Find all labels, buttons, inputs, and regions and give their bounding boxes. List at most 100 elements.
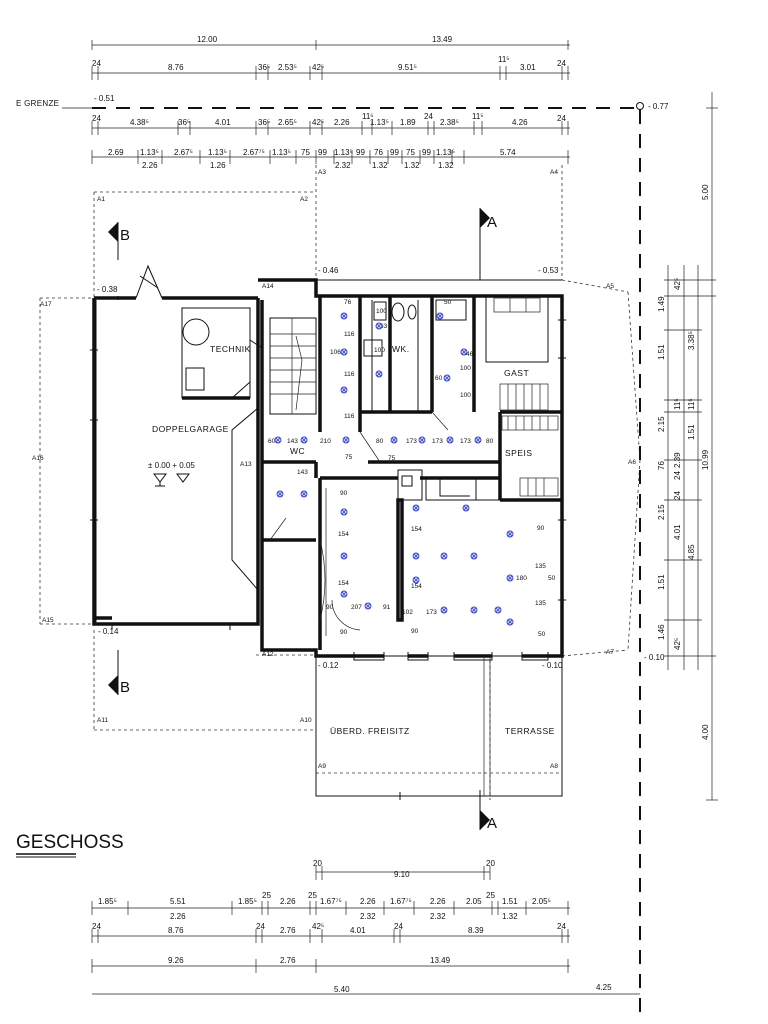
inner-dim: 173: [432, 438, 443, 445]
right-dim-label: 3.38⁵: [687, 331, 696, 350]
axis-label: A3: [318, 169, 326, 176]
walls: [90, 264, 566, 800]
room-freisitz: ÜBERD. FREISITZ: [330, 726, 410, 736]
inner-dim: 207: [351, 604, 362, 611]
section-b-bottom: B: [120, 679, 130, 696]
dim: 24: [92, 59, 101, 68]
right-dim-label: 1.51: [657, 574, 666, 590]
axis-label: A1: [97, 196, 105, 203]
plan-title: GESCHOSS: [16, 832, 124, 853]
right-dim-label: 2.15: [657, 504, 666, 520]
dim: 1.13⁵: [208, 148, 227, 157]
right-dim-label: 10.99: [701, 449, 710, 470]
inner-dim: 80: [486, 438, 494, 445]
room-technik: TECHNIK: [210, 344, 251, 354]
dim: 5.74: [500, 148, 516, 157]
inner-dim: 143: [287, 438, 298, 445]
dim: 1.67⁷⁵: [320, 897, 342, 906]
outlet-icon: [300, 436, 308, 444]
right-dim-label: 42⁵: [673, 638, 682, 650]
inner-dim: 100: [460, 365, 471, 372]
dim: 2.67⁷⁵: [243, 148, 265, 157]
dim: 1.26: [210, 161, 226, 170]
section-a-top: A: [487, 214, 497, 231]
axis-label: A8: [550, 763, 558, 770]
inner-dim: 173: [460, 438, 471, 445]
outlet-icon: [340, 312, 348, 320]
inner-dim: 116: [344, 413, 355, 420]
axis-label: A10: [300, 717, 312, 724]
room-doppelgarage: DOPPELGARAGE: [152, 424, 229, 434]
dim: 42⁵: [312, 63, 324, 72]
outlet-icon: [342, 436, 350, 444]
dim: 1.13⁵: [140, 148, 159, 157]
dim: 4.01: [215, 118, 231, 127]
inner-dim: 154: [411, 526, 422, 533]
dim: 25: [486, 891, 495, 900]
grenze-level: - 0.51: [94, 94, 115, 103]
inner-dimensions: 76 116 106 116 116 100 63 100 50 46 100 …: [268, 299, 556, 638]
outlet-icon: [340, 590, 348, 598]
outlet-markers: [274, 312, 514, 626]
right-dim-label: 1.46: [657, 624, 666, 640]
dim: 1.32: [438, 161, 454, 170]
dim: 4.26: [512, 118, 528, 127]
inner-dim: 135: [535, 600, 546, 607]
dim: 1.32: [404, 161, 420, 170]
inner-dim: 91: [383, 604, 391, 611]
room-labels: TECHNIK DOPPELGARAGE WC WK. GAST SPEIS Ü…: [152, 344, 555, 736]
axis-label: A5: [606, 283, 614, 290]
inner-dim: 60: [268, 438, 276, 445]
dim: 42⁵: [312, 922, 324, 931]
bottom-dimension-chains: 20 9.10 20 1.85⁵ 5.51 1.85⁵ 25 2.26 25 1…: [91, 859, 640, 995]
dim: 2.26: [280, 897, 296, 906]
right-dim-label: 4.00: [701, 724, 710, 740]
outlet-icon: [418, 436, 426, 444]
room-wc: WC: [290, 446, 305, 456]
right-dim-label: 4.85: [687, 544, 696, 560]
dim: 8.39: [468, 926, 484, 935]
dim: 2.26: [170, 912, 186, 921]
right-dim-label: 2.15: [657, 416, 666, 432]
outlet-icon: [470, 552, 478, 560]
dim: 20: [486, 859, 495, 868]
inner-dim: 100: [376, 308, 387, 315]
outlet-icon: [440, 552, 448, 560]
dim: 2.05: [466, 897, 482, 906]
inner-dim: 63: [380, 323, 388, 330]
dim: 36⁵: [258, 118, 270, 127]
inner-dim: 116: [344, 331, 355, 338]
right-dim-label: 1.51: [657, 344, 666, 360]
dim: 8.76: [168, 63, 184, 72]
dim: 24: [424, 112, 433, 121]
outlet-icon: [462, 504, 470, 512]
outlet-icon: [412, 552, 420, 560]
outlet-icon: [340, 508, 348, 516]
level-mark: - 0.53: [538, 266, 559, 275]
outlet-icon: [506, 574, 514, 582]
outlet-icon: [443, 374, 451, 382]
axis-label: A9: [318, 763, 326, 770]
dim: 2.76: [280, 926, 296, 935]
dim: 1.85⁵: [98, 897, 117, 906]
outlet-icon: [494, 606, 502, 614]
plan-title-block: GESCHOSS: [16, 832, 124, 858]
axis-label: A16: [32, 455, 44, 462]
dim: 3.01: [520, 63, 536, 72]
room-terrasse: TERRASSE: [505, 726, 555, 736]
inner-dim: 90: [411, 628, 419, 635]
outlet-icon: [375, 370, 383, 378]
dim: 2.26: [334, 118, 350, 127]
section-b-top: B: [120, 227, 130, 244]
dim: 1.85⁵: [238, 897, 257, 906]
level-mark: - 0.46: [318, 266, 339, 275]
dim: 24: [92, 922, 101, 931]
dim: 9.51⁵: [398, 63, 417, 72]
dim: 99: [422, 148, 431, 157]
outlet-icon: [340, 348, 348, 356]
outlet-icon: [440, 606, 448, 614]
outlet-icon: [412, 504, 420, 512]
dim: 2.38⁵: [440, 118, 459, 127]
dim: 24: [92, 114, 101, 123]
